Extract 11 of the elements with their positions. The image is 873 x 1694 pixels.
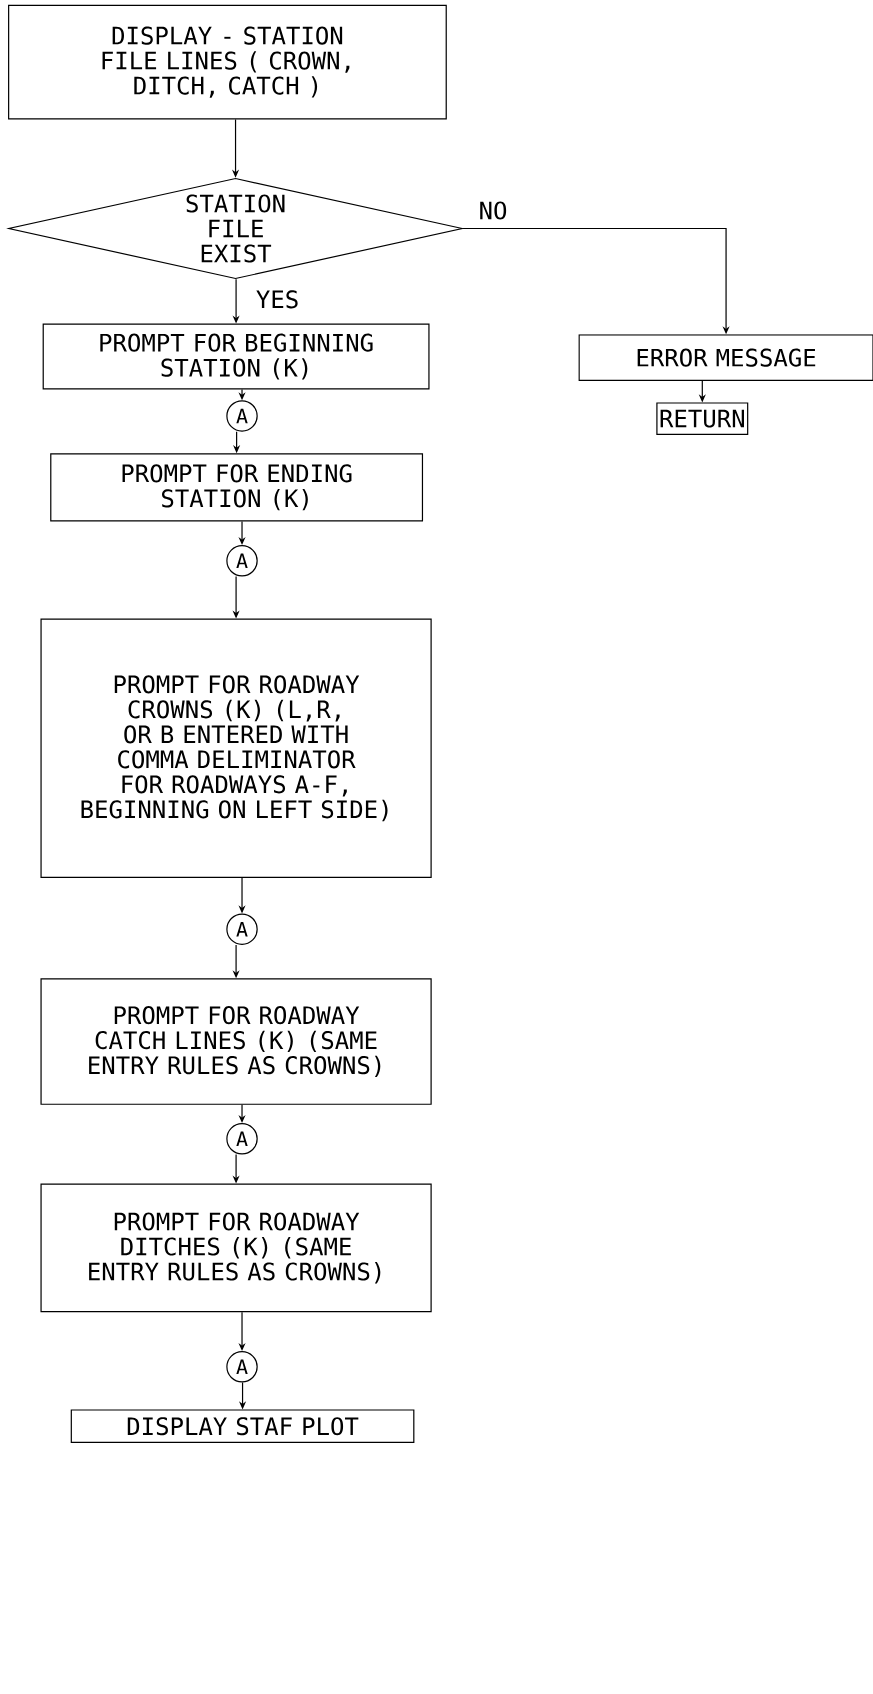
process-box: DISPLAY - STATION FILE LINES ( CROWN, DITCH, CATCH ) (8, 4, 447, 120)
edge-label: YES (253, 288, 302, 311)
process-box: PROMPT FOR ROADWAY DITCHES (K) (SAME ENTRY RULES AS CROWNS) (40, 1183, 432, 1313)
edge-label: NO (476, 199, 510, 222)
process-box: PROMPT FOR BEGINNING STATION (K) (42, 323, 430, 390)
process-box: PROMPT FOR ROADWAY CATCH LINES (K) (SAME ENTRY RULES AS CROWNS) (40, 978, 432, 1105)
process-box: PROMPT FOR ROADWAY CROWNS (K) (L,R, OR B ENTERED WITH COMMA DELIMINATOR FOR ROADWAYS A-F, BEGINNING ON LEFT SIDE) (40, 618, 432, 878)
process-box: DISPLAY STAF PLOT (70, 1409, 415, 1443)
process-box: ERROR MESSAGE (578, 334, 873, 381)
process-box: RETURN (656, 402, 749, 435)
process-box: PROMPT FOR ENDING STATION (K) (50, 453, 424, 522)
